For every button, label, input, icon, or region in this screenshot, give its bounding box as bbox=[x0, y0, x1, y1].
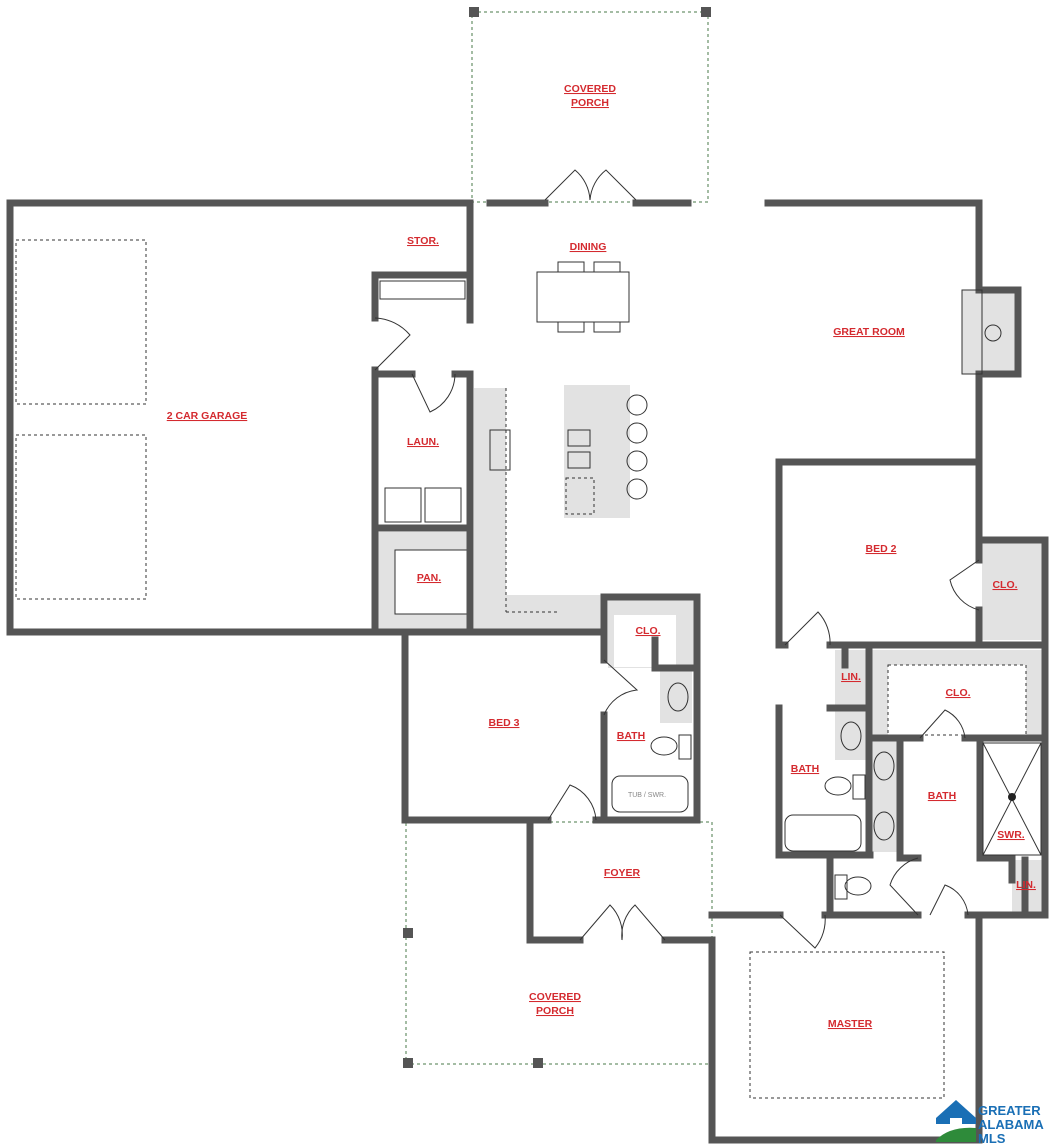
label-shower: SWR. bbox=[997, 829, 1024, 841]
logo-line-2: ALABAMA bbox=[978, 1117, 1044, 1132]
label-laundry: LAUN. bbox=[407, 436, 439, 448]
logo-line-1: GREATER bbox=[978, 1103, 1041, 1118]
label-hall-linen: LIN. bbox=[841, 671, 861, 683]
greater-alabama-mls-logo: GREATER ALABAMA MLS bbox=[936, 1100, 1044, 1146]
label-dining: DINING bbox=[570, 241, 607, 253]
label-storage: STOR. bbox=[407, 235, 439, 247]
label-master-bath: BATH bbox=[928, 790, 956, 802]
label-bed3: BED 3 bbox=[489, 717, 520, 729]
label-tub-shower: TUB / SWR. bbox=[628, 792, 666, 799]
label-rear-porch-1: COVERED bbox=[564, 83, 616, 95]
label-garage: 2 CAR GARAGE bbox=[167, 410, 248, 422]
label-bath2: BATH bbox=[791, 763, 819, 775]
label-master-closet: CLO. bbox=[945, 687, 970, 699]
room-labels: COVERED PORCH STOR. DINING GREAT ROOM 2 … bbox=[167, 83, 1036, 1030]
label-rear-porch-2: PORCH bbox=[571, 97, 609, 109]
label-master-linen: LIN. bbox=[1016, 879, 1036, 891]
label-pantry: PAN. bbox=[417, 572, 441, 584]
fixtures bbox=[379, 261, 1042, 900]
door-swings bbox=[374, 169, 980, 949]
label-bed3-closet: CLO. bbox=[635, 625, 660, 637]
fixture-fills bbox=[378, 290, 1044, 915]
walls bbox=[6, 199, 1049, 1144]
label-bed2-closet: CLO. bbox=[992, 579, 1017, 591]
label-great-room: GREAT ROOM bbox=[833, 326, 905, 338]
label-master: MASTER bbox=[828, 1018, 873, 1030]
label-front-porch-2: PORCH bbox=[536, 1005, 574, 1017]
label-bed2: BED 2 bbox=[866, 543, 897, 555]
posts bbox=[403, 7, 711, 1068]
label-foyer: FOYER bbox=[604, 867, 641, 879]
label-bath1: BATH bbox=[617, 730, 645, 742]
logo-line-3: MLS bbox=[978, 1131, 1006, 1146]
label-front-porch-1: COVERED bbox=[529, 991, 581, 1003]
